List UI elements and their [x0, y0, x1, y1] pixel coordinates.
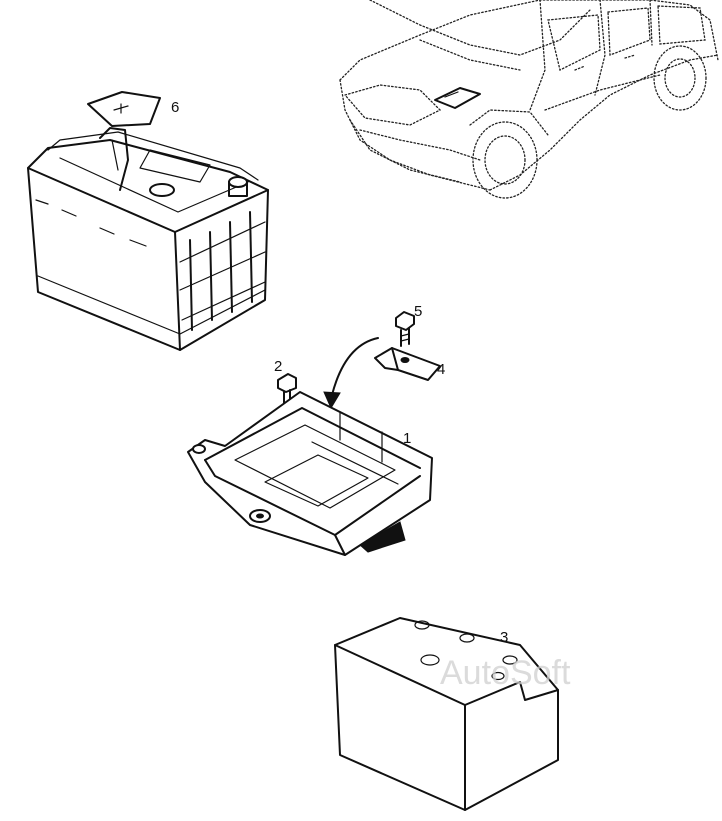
- vehicle-illustration: [339, 0, 719, 199]
- bolt-part5: [395, 311, 415, 347]
- watermark-text: AutoSoft: [440, 654, 571, 692]
- callout-part6: 6: [171, 99, 179, 116]
- callout-part1: 1: [403, 430, 411, 447]
- callout-part5: 5: [414, 303, 422, 320]
- callout-part4: 4: [437, 361, 445, 378]
- callout-part2: 2: [274, 358, 282, 375]
- assembly-arrow: [323, 337, 379, 410]
- insulation-box-part3: [334, 617, 559, 811]
- battery-tray-part1: [187, 391, 433, 556]
- battery-illustration: [27, 91, 269, 351]
- callout-part3: 3: [500, 629, 508, 646]
- clamp-part4: [374, 347, 441, 381]
